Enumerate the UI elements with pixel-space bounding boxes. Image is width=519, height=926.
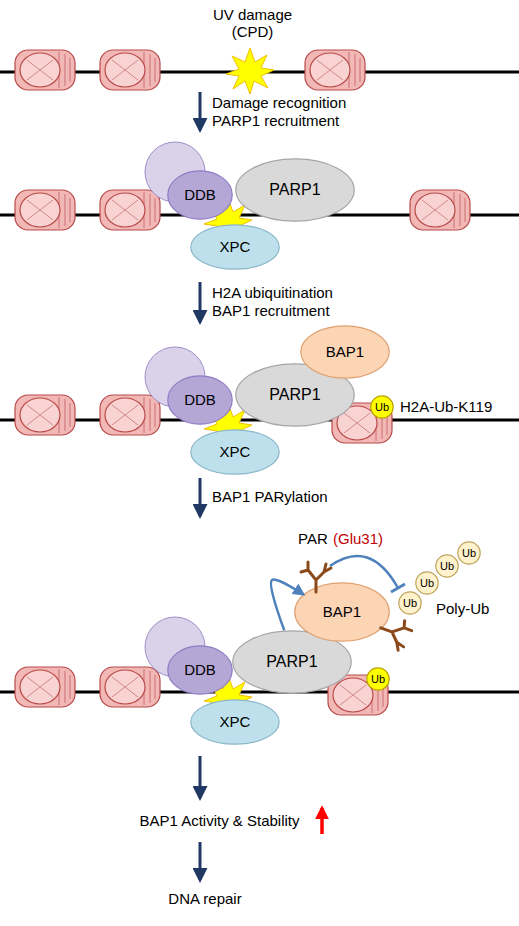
ubiquitin: Ub [370,395,394,419]
node-ellipse [295,583,389,641]
modification-label: H2A-Ub-K119 [400,398,515,415]
nucleosome [410,190,470,230]
flow-arrow [199,756,202,798]
node-label: DDB [184,392,216,409]
flow-arrow [199,282,202,322]
ddb-protein: DDB [167,375,233,425]
nucleosome [15,395,75,435]
step-label: BAP1 recruitment [212,302,432,319]
nucleosome [15,190,75,230]
outcome-label: BAP1 Activity & Stability [122,812,317,829]
node-ellipse [458,542,480,564]
node-ellipse [236,159,354,221]
nucleosome [100,667,160,707]
par-label: PAR [298,530,338,547]
xpc-protein: XPC [190,699,280,745]
poly-ubiquitin: Ub [415,571,439,595]
node-ellipse [399,592,421,614]
residue-label: (Glu31) [333,530,413,547]
node-ellipse [168,376,232,424]
node-ellipse [236,364,354,426]
flow-arrow [199,842,202,880]
dna-strand [0,71,519,74]
flow-arrow [199,478,202,516]
nucleosome [15,667,75,707]
nucleosome [305,50,365,90]
node-label: Ub [420,577,434,589]
inhibition-bar [391,584,405,592]
damage-title: UV damage (CPD) [205,6,300,40]
node-label: Ub [440,560,454,572]
node-ellipse [191,700,279,744]
ddb-protein: DDB [167,170,233,220]
nucleosome [100,190,160,230]
node-label: Ub [403,597,417,609]
xpc-protein: XPC [190,224,280,270]
parp1-protein: PARP1 [235,158,355,222]
increase-arrow [320,808,324,834]
poly-ubiquitin: Ub [398,591,422,615]
node-label: PARP1 [266,653,317,671]
node-ellipse [371,396,393,418]
step-label: Damage recognition [212,94,432,111]
node-label: Ub [375,401,389,413]
bap1-protein: BAP1 [300,325,390,379]
node-label: DDB [184,187,216,204]
ddb-protein: DDB [167,645,233,695]
step-label: PARP1 recruitment [212,112,432,129]
node-ellipse [191,225,279,269]
node-label: PARP1 [269,181,320,199]
xpc-protein: XPC [190,429,280,475]
step-label: H2A ubiquitination [212,284,432,301]
poly-ubiquitin: Ub [457,541,481,565]
nucleosome [100,395,160,435]
node-ellipse [367,668,389,690]
nucleosome [15,50,75,90]
node-ellipse [191,430,279,474]
poly-ub-label: Poly-Ub [436,600,516,617]
node-label: XPC [220,714,251,731]
step-label: BAP1 PARylation [212,488,432,505]
node-label: BAP1 [323,604,361,621]
node-ellipse [233,631,351,693]
poly-ubiquitin: Ub [435,554,459,578]
node-label: Ub [371,673,385,685]
node-ellipse [168,171,232,219]
flow-arrow [199,92,202,130]
node-label: Ub [462,547,476,559]
dna-strand [0,691,519,694]
outcome-label: DNA repair [140,890,270,907]
ubiquitin: Ub [366,667,390,691]
bap1-protein: BAP1 [294,582,390,642]
node-ellipse [436,555,458,577]
node-label: DDB [184,662,216,679]
nucleosome [100,50,160,90]
node-ellipse [301,326,389,378]
node-label: PARP1 [269,386,320,404]
uv-damage-star [226,48,274,94]
node-ellipse [416,572,438,594]
node-ellipse [168,646,232,694]
node-label: XPC [220,239,251,256]
node-label: XPC [220,444,251,461]
node-label: BAP1 [326,344,364,361]
